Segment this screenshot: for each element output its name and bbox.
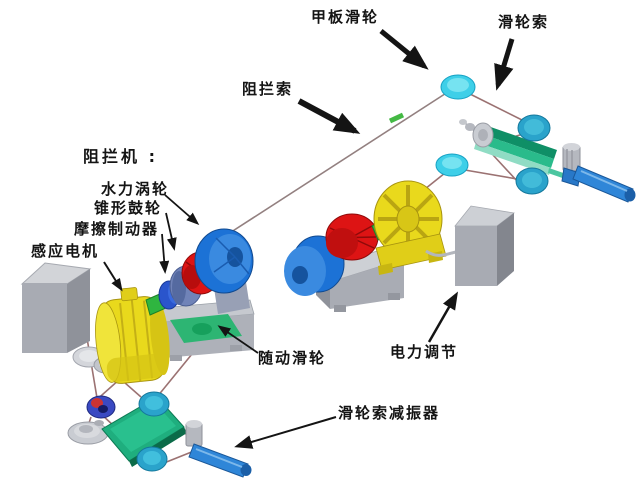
label-power-regulation: 电力调节: [390, 343, 459, 361]
label-friction-brake: 摩擦制动器: [74, 220, 160, 238]
label-deck-pulley: 甲板滑轮: [311, 8, 380, 26]
middle-cable-drum-red: [325, 213, 379, 261]
power-cable: [425, 249, 457, 257]
label-induction-motor: 感应电机: [31, 242, 100, 260]
arresting-cable-arrow: [297, 98, 361, 134]
turbine-housing-yellow: [373, 180, 447, 275]
pulley-cable-line-2: [458, 168, 518, 180]
water-turbine-arrow: [164, 194, 200, 225]
damper-cable-b: [492, 154, 519, 183]
water-turbine-3d: [194, 228, 254, 294]
annotation-arrows: [103, 29, 515, 449]
power-regulation-arrow: [427, 291, 458, 343]
induction-motor-arrow: [103, 261, 123, 292]
label-water-turbine: 水力涡轮: [101, 180, 170, 198]
induction-motor-3d: [95, 287, 170, 384]
arresting-engine-assembly: [95, 228, 255, 384]
deck-pulley-3d: [440, 74, 476, 100]
label-cable-damper: 滑轮索减振器: [338, 404, 441, 422]
cable-damper-arrow: [234, 416, 337, 449]
label-pulley-cable: 滑轮索: [498, 13, 550, 31]
arresting-cable-line: [224, 89, 452, 237]
cable-marker-bead: [388, 112, 405, 124]
left-control-cabinet: [20, 262, 92, 353]
deck-pulley-arrow: [379, 29, 429, 70]
label-arresting-machine: 阻拦机 :: [83, 147, 158, 166]
damper-cylinder: [479, 124, 557, 159]
pulley-cable-line: [465, 91, 529, 124]
label-conical-drum: 锥形鼓轮: [94, 199, 163, 217]
label-follower-pulley: 随动滑轮: [258, 349, 327, 367]
follower-pulley-arrow: [217, 325, 259, 354]
power-regulation-cabinet: [454, 205, 515, 286]
lower-cable-damper-assembly: [67, 346, 252, 478]
pulley-cable-arrow: [494, 38, 515, 91]
middle-engine-unit: [284, 180, 457, 312]
label-arresting-cable: 阻拦索: [242, 80, 294, 98]
upper-cable-damper-assembly: [459, 114, 636, 203]
guide-pulley-3d: [435, 153, 469, 177]
conical-drum-arrow: [165, 212, 177, 251]
friction-brake-arrow: [159, 233, 170, 274]
